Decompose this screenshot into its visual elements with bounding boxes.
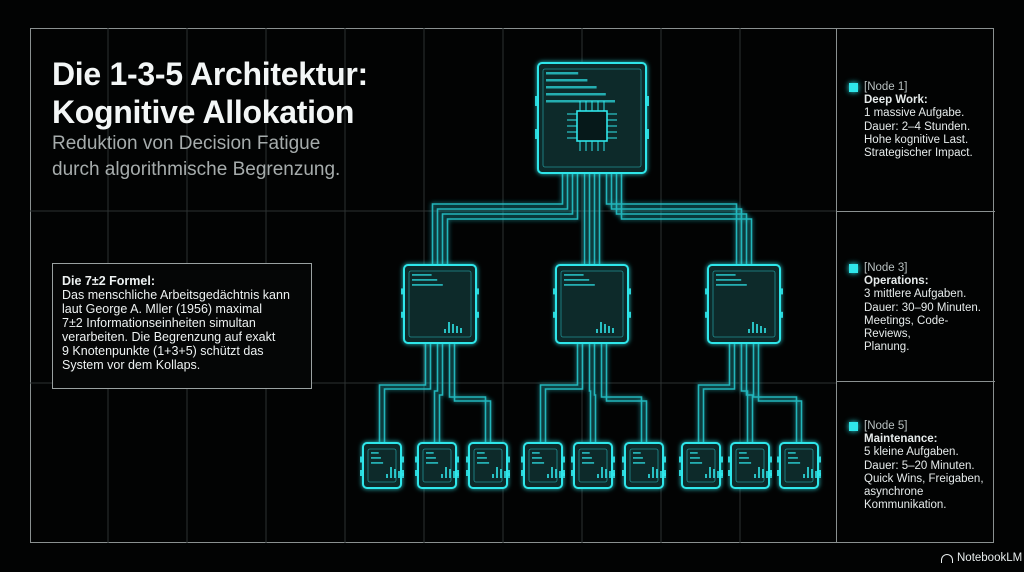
node-5-maintenance-5: [571, 442, 615, 489]
formula-line: 9 Knotenpunkte (1+3+5) schützt das: [62, 344, 264, 358]
node-5-maintenance-8: [728, 442, 772, 489]
square-marker-icon: [849, 422, 858, 432]
panel-line: Dauer: 5–20 Minuten.: [864, 459, 975, 472]
panel-line: Dauer: 2–4 Stunden.: [864, 120, 971, 133]
square-marker-icon: [849, 83, 858, 93]
panel-line: Hohe kognitive Last.: [864, 133, 969, 146]
node-3-operations-3: [705, 264, 783, 344]
node-3-operations-1: [401, 264, 479, 344]
formula-box: Die 7±2 Formel: Das menschliche Arbeitsg…: [52, 263, 312, 389]
panel-line: Kommunikation.: [864, 499, 947, 512]
panel-line: Dauer: 30–90 Minuten.: [864, 301, 981, 314]
outer-frame: [30, 28, 994, 543]
node-5-maintenance-1: [360, 442, 404, 489]
node-5-maintenance-3: [466, 442, 510, 489]
node-5-maintenance-6: [622, 442, 666, 489]
right-column: [Node 1] Deep Work: 1 massive Aufgabe. D…: [836, 28, 995, 543]
page-title: Die 1-3-5 Architektur: Kognitive Allokat…: [52, 55, 368, 131]
panel-content: [Node 5] Maintenance: 5 kleine Aufgaben.…: [849, 420, 984, 512]
node-5-maintenance-2: [415, 442, 459, 489]
formula-title: Die 7±2 Formel:: [62, 274, 155, 288]
panel-line: Strategischer Impact.: [864, 147, 973, 160]
subtitle-line-1: Reduktion von Decision Fatigue: [52, 133, 321, 154]
node-3-operations-2: [553, 264, 631, 344]
node-tag: [Node 3]: [849, 262, 995, 275]
formula-line: 7±2 Informationseinheiten simultan: [62, 316, 256, 330]
panel-content: [Node 1] Deep Work: 1 massive Aufgabe. D…: [849, 81, 973, 160]
panel-content: [Node 3] Operations: 3 mittlere Aufgaben…: [849, 262, 995, 354]
subtitle-line-2: durch algorithmische Begrenzung.: [52, 159, 341, 180]
circuit-chip-icon: [576, 110, 608, 142]
node-tag: [Node 1]: [849, 81, 973, 94]
node-5-maintenance-4: [521, 442, 565, 489]
panel-label: Operations:: [864, 275, 929, 288]
brand-watermark: NotebookLM: [941, 552, 1022, 564]
node-1-deep-work: [535, 62, 649, 174]
title-line-1: Die 1-3-5 Architektur:: [52, 56, 368, 92]
panel-line: Planung.: [864, 341, 910, 354]
panel-line: Quick Wins, Freigaben,: [864, 472, 984, 485]
square-marker-icon: [849, 264, 858, 274]
notebooklm-logo-icon: [941, 553, 953, 563]
panel-label: Maintenance:: [864, 433, 938, 446]
node-5-maintenance-9: [777, 442, 821, 489]
title-line-2: Kognitive Allokation: [52, 94, 355, 130]
formula-line: System vor dem Kollaps.: [62, 358, 201, 372]
brand-label: NotebookLM: [957, 552, 1023, 564]
formula-line: Das menschliche Arbeitsgedächtnis kann: [62, 288, 290, 302]
node-tag: [Node 5]: [849, 420, 984, 433]
panel-node-1: [Node 1] Deep Work: 1 massive Aufgabe. D…: [837, 28, 995, 212]
page-subtitle: Reduktion von Decision Fatigue durch alg…: [52, 131, 340, 183]
panel-node-5: [Node 5] Maintenance: 5 kleine Aufgaben.…: [837, 382, 995, 543]
panel-line: 3 mittlere Aufgaben.: [864, 288, 967, 301]
panel-line: 1 massive Aufgabe.: [864, 107, 965, 120]
panel-line: Meetings, Code-Reviews,: [864, 314, 949, 341]
node-5-maintenance-7: [679, 442, 723, 489]
panel-node-3: [Node 3] Operations: 3 mittlere Aufgaben…: [837, 212, 995, 382]
panel-line: asynchrone: [864, 486, 924, 499]
formula-line: verarbeiten. Die Begrenzung auf exakt: [62, 330, 276, 344]
panel-label: Deep Work:: [864, 94, 928, 107]
formula-line: laut George A. Mller (1956) maximal: [62, 302, 263, 316]
panel-line: 5 kleine Aufgaben.: [864, 446, 959, 459]
